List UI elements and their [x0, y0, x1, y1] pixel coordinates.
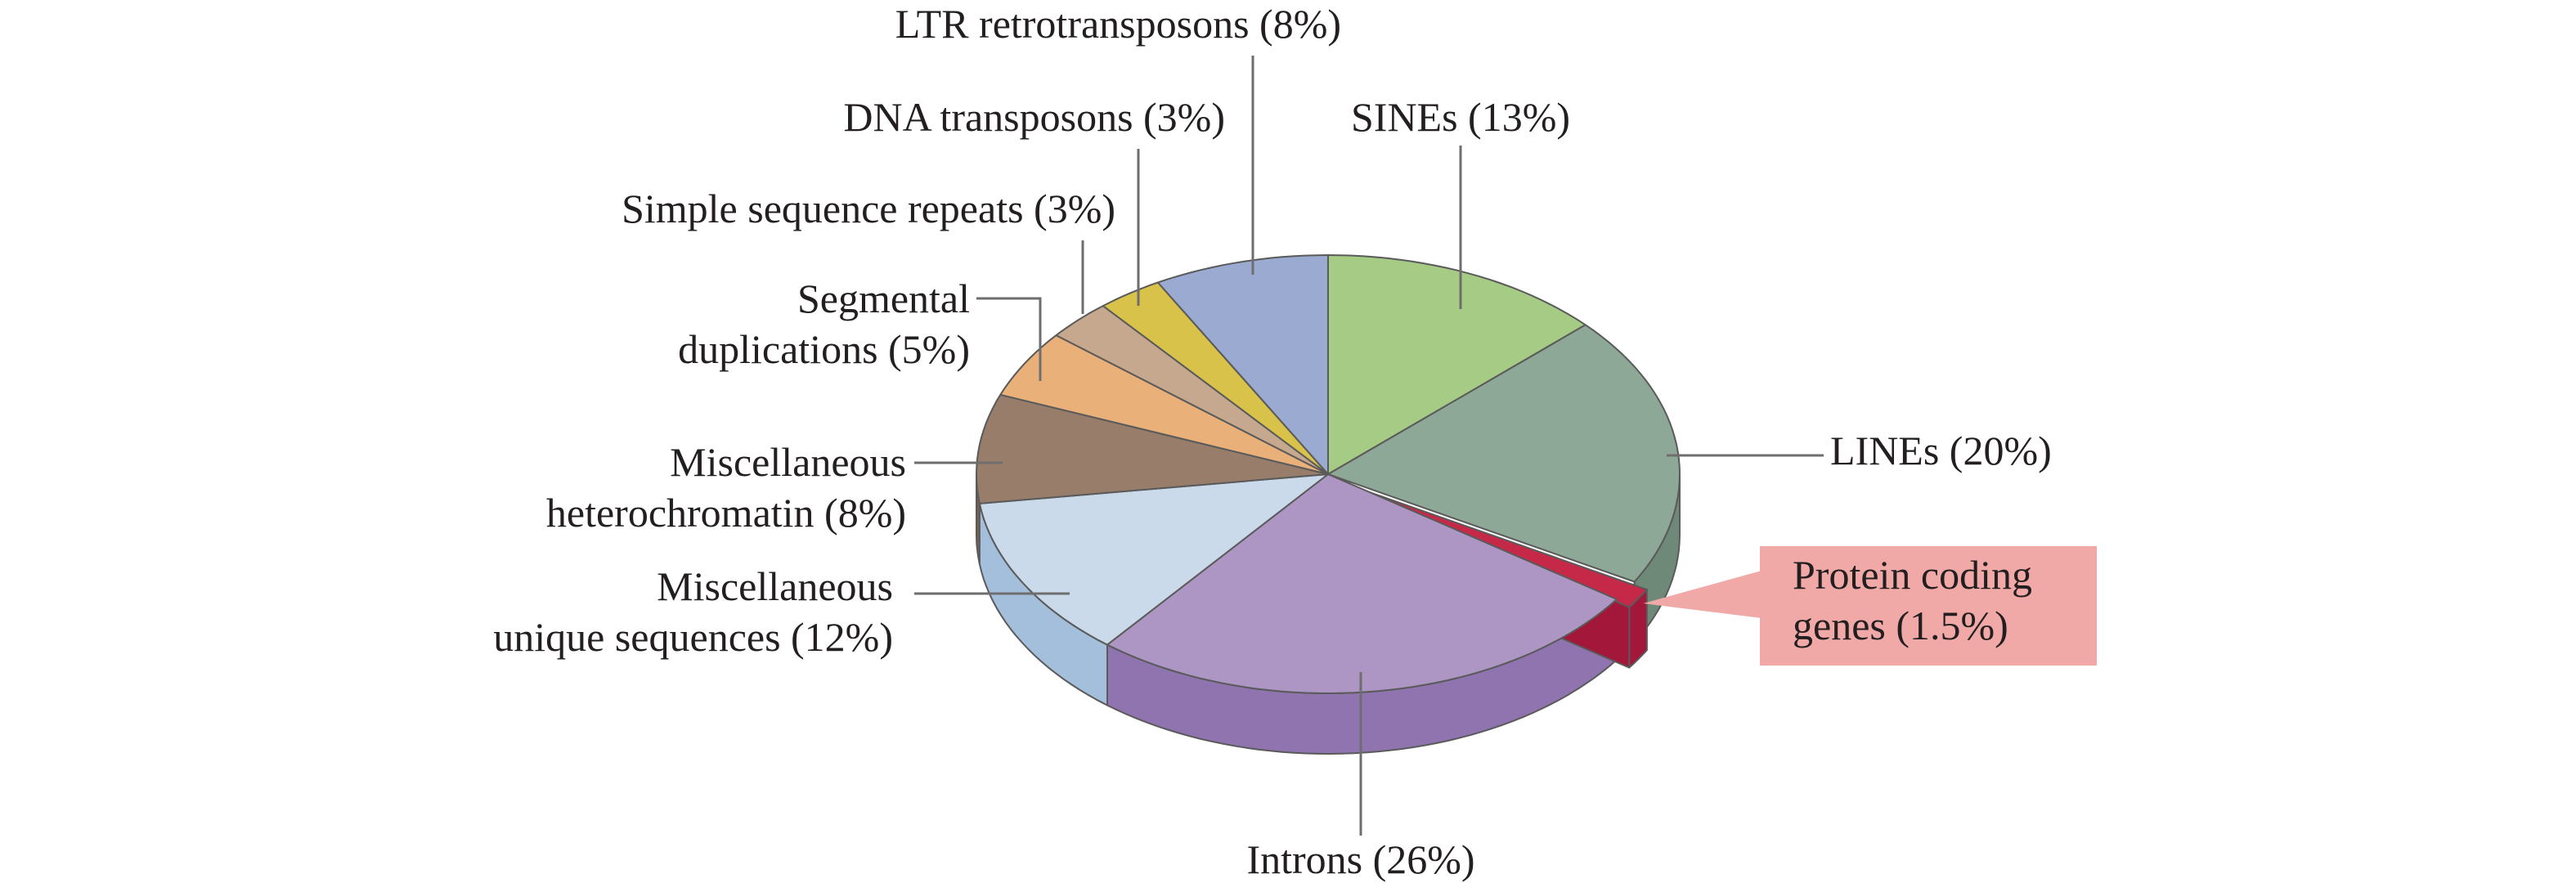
label-segmental-duplications: Segmental duplications (5%)	[678, 276, 970, 372]
label-simple-sequence-repeats: Simple sequence repeats (3%)	[622, 186, 1115, 231]
label-line-miscellaneous-heterochromatin-1: heterochromatin (8%)	[546, 490, 906, 536]
callout-box	[1760, 546, 2097, 666]
slice-lines	[1327, 324, 1681, 583]
label-line-miscellaneous-unique-sequences-0: Miscellaneous	[657, 563, 893, 609]
label-miscellaneous-heterochromatin: Miscellaneous heterochromatin (8%)	[546, 439, 906, 536]
label-line-miscellaneous-unique-sequences-1: unique sequences (12%)	[493, 614, 893, 660]
label-line-miscellaneous-heterochromatin-0: Miscellaneous	[670, 439, 906, 485]
slice-introns	[1106, 473, 1618, 694]
slice-ltr-retrotransposons	[1156, 254, 1329, 475]
label-line-lines-0: LINEs (20%)	[1830, 428, 2052, 473]
label-lines: LINEs (20%)	[1830, 428, 2052, 473]
slice-miscellaneous-unique-sequences	[978, 473, 1329, 646]
leader-line-segmental-duplications	[976, 297, 1042, 381]
slice-sines	[1327, 254, 1586, 475]
label-line-ltr-retrotransposons-0: LTR retrotransposons (8%)	[895, 1, 1341, 47]
slice-miscellaneous-heterochromatin	[976, 393, 1329, 504]
callout-layer	[1643, 546, 2097, 666]
label-protein-coding-genes: Protein coding genes (1.5%)	[1793, 552, 2032, 648]
label-line-introns-0: Introns (26%)	[1246, 836, 1474, 882]
slice-simple-sequence-repeats	[1055, 305, 1329, 475]
label-line-sines-0: SINEs (13%)	[1351, 94, 1570, 140]
label-miscellaneous-unique-sequences: Miscellaneous unique sequences (12%)	[493, 563, 893, 660]
slice-segmental-duplications	[999, 334, 1329, 475]
label-introns: Introns (26%)	[1246, 836, 1474, 882]
label-line-simple-sequence-repeats-0: Simple sequence repeats (3%)	[622, 186, 1115, 231]
slice-dna-transposons	[1102, 281, 1329, 475]
leader-lines-layer	[914, 56, 1824, 836]
label-ltr-retrotransposons: LTR retrotransposons (8%)	[895, 1, 1341, 47]
slice-tops-layer	[976, 254, 1681, 694]
labels-layer: SINEs (13%) LINEs (20%) Protein coding gene…	[493, 1, 2052, 882]
label-line-dna-transposons-0: DNA transposons (3%)	[843, 94, 1225, 140]
label-dna-transposons: DNA transposons (3%)	[843, 94, 1225, 140]
label-sines: SINEs (13%)	[1351, 94, 1570, 140]
label-line-segmental-duplications-0: Segmental	[797, 276, 970, 321]
label-line-protein-coding-genes-0: Protein coding	[1793, 552, 2032, 598]
label-line-segmental-duplications-1: duplications (5%)	[678, 326, 970, 372]
callout-pointer	[1643, 571, 1761, 618]
label-line-protein-coding-genes-1: genes (1.5%)	[1793, 603, 2008, 648]
